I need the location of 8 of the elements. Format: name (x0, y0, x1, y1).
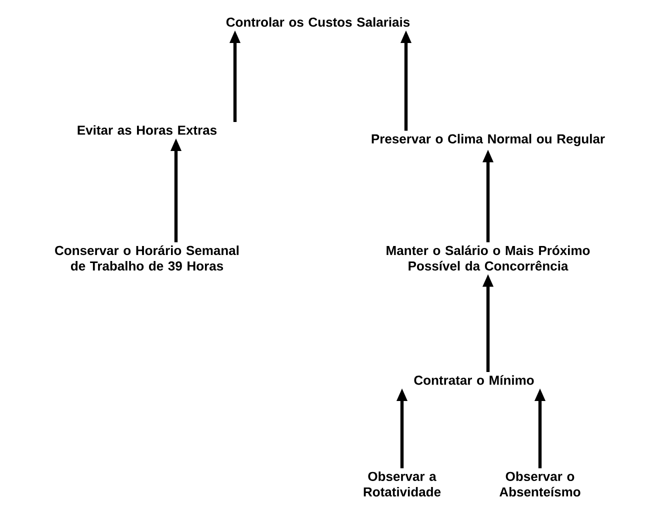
goal-label: Manter o Salário o Mais Próximo Possível da Concorrência (386, 245, 590, 271)
goal-label: Controlar os Custos Salariais (226, 17, 410, 27)
goal-label: Contratar o Mínimo (414, 375, 534, 385)
goal-label: Observar a Rotatividade (364, 471, 441, 497)
goal-label: Preservar o Clima Normal ou Regular (372, 134, 605, 146)
goal-label: Evitar as Horas Extras (78, 125, 217, 135)
goal-label: Conservar o Horário Semanal de Trabalho de 39 Horas (55, 245, 239, 271)
goal-label: Observar o Absenteísmo (500, 471, 580, 497)
